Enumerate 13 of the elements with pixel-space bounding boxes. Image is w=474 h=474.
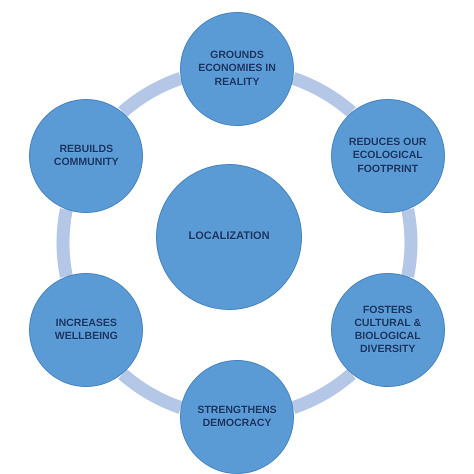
circle-label: FOSTERS CULTURAL & BIOLOGICAL DIVERSITY (353, 304, 422, 356)
circle-label: REBUILDS COMMUNITY (52, 142, 120, 170)
circle-label: STRENGTHENS DEMOCRACY (196, 404, 278, 430)
ring-connector (290, 72, 356, 118)
circle-label: INCREASES WELLBEING (54, 316, 119, 344)
ring-connector (118, 368, 184, 414)
circle-label: REDUCES OUR ECOLOGICAL FOOTPRINT (348, 136, 428, 176)
ring-connector (401, 208, 418, 278)
ring-connector (290, 368, 356, 414)
ring-connector (118, 72, 184, 118)
circle-label: LOCALIZATION (188, 230, 270, 244)
circle-label: GROUNDS ECONOMIES IN REALITY (197, 49, 277, 89)
ring-connector (56, 208, 73, 278)
